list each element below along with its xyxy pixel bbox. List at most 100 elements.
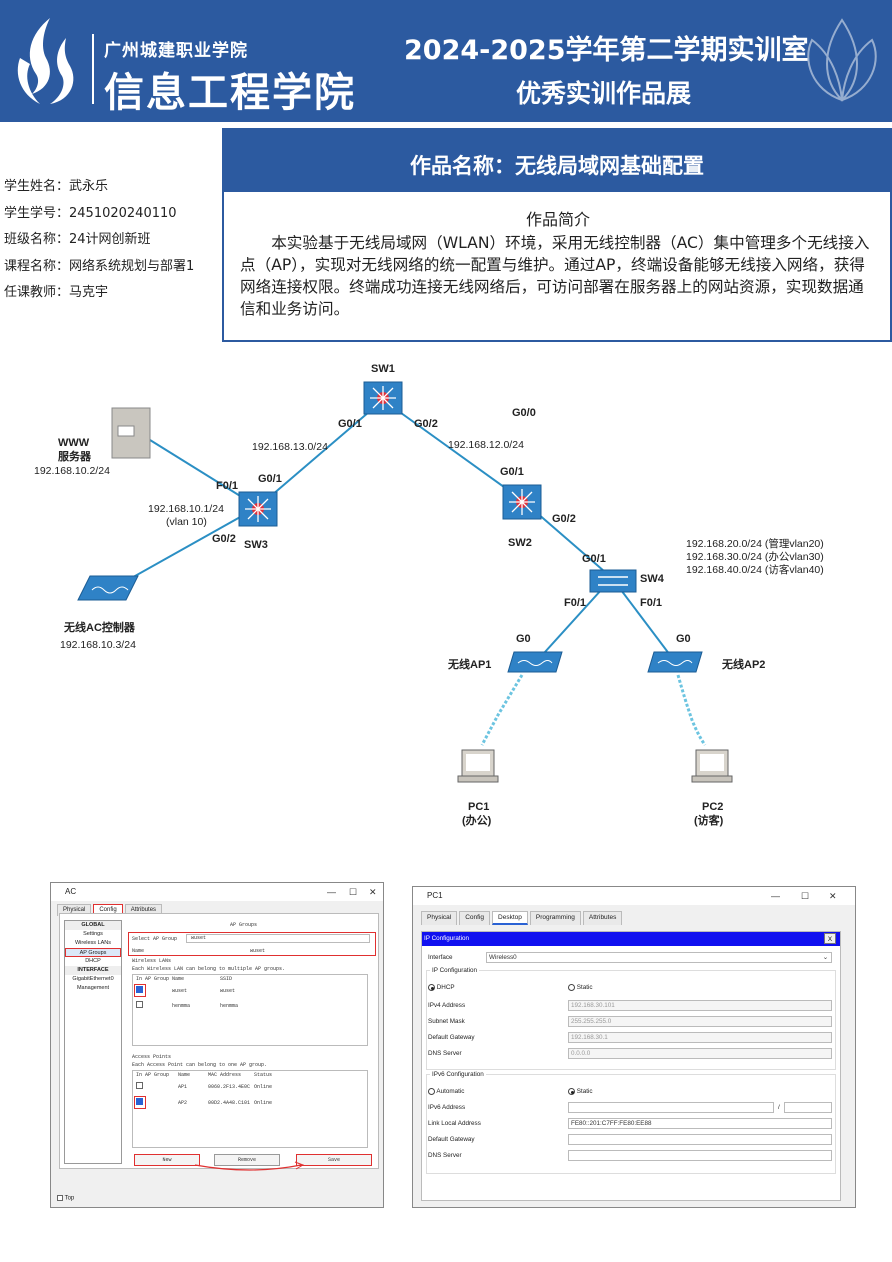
student-info: 学生姓名：武永乐 学生学号：2451020240110 班级名称：24计网创新班… bbox=[4, 174, 194, 307]
ipv6-group bbox=[426, 1074, 836, 1174]
nav-ap-groups[interactable]: AP Groups bbox=[65, 948, 121, 957]
top-checkbox[interactable]: Top bbox=[57, 1195, 74, 1202]
student-name: 学生姓名：武永乐 bbox=[4, 179, 109, 194]
name-field[interactable]: wuset bbox=[250, 948, 266, 954]
link-local-field[interactable]: FE80::201:C7FF:FE80:EE88 bbox=[568, 1118, 832, 1129]
dns-label: DNS Server bbox=[428, 1050, 462, 1057]
wlan-check-highlight bbox=[134, 984, 146, 997]
ac-ip-label: 192.168.10.3/24 bbox=[60, 639, 136, 651]
nav-management[interactable]: Management bbox=[76, 985, 110, 991]
minimize-icon[interactable]: — bbox=[771, 891, 780, 901]
ipv4-field[interactable]: 192.168.30.101 bbox=[568, 1000, 832, 1011]
pc1-window-title: PC1 bbox=[427, 891, 443, 900]
arrow-new-to-save bbox=[194, 1161, 305, 1171]
nav-interface: INTERFACE bbox=[65, 966, 121, 975]
nav-wireless-lans[interactable]: Wireless LANs bbox=[74, 940, 112, 946]
pc2-icon bbox=[691, 749, 733, 783]
wlan-row-2-checkbox[interactable] bbox=[136, 1001, 143, 1008]
vlan40-label: 192.168.40.0/24 (访客vlan40) bbox=[686, 563, 824, 576]
ap2-label: 无线AP2 bbox=[721, 657, 765, 671]
tab-physical[interactable]: Physical bbox=[421, 911, 458, 925]
close-icon[interactable]: ✕ bbox=[369, 887, 377, 897]
student-id: 学生学号：2451020240110 bbox=[4, 205, 177, 221]
static6-label: Static bbox=[576, 1088, 593, 1096]
dhcp-radio[interactable]: DHCP bbox=[428, 984, 455, 991]
wlan-header-name: Name bbox=[172, 976, 185, 982]
sw1-g00-label: G0/0 bbox=[512, 407, 536, 419]
ap-group-select[interactable]: wuset bbox=[186, 934, 370, 943]
pc2-label: PC2 bbox=[702, 801, 723, 813]
panel-title: AP Groups bbox=[230, 922, 258, 928]
gateway6-label: Default Gateway bbox=[428, 1136, 475, 1143]
ac-name-label: 无线AC控制器 bbox=[63, 620, 136, 634]
course-name: 课程名称：网络系统规划与部署1 bbox=[4, 258, 195, 274]
wlan-table bbox=[132, 974, 368, 1046]
ip-config-bar: IP Configuration X bbox=[422, 932, 840, 946]
sw3-f01-label: F0/1 bbox=[216, 480, 238, 492]
select-label: Select AP Group bbox=[132, 936, 178, 942]
ipv6-prefix-field[interactable] bbox=[784, 1102, 832, 1113]
ap-hint: Each Access Point can belong to one AP g… bbox=[132, 1062, 268, 1068]
wlan-header-in-group: In AP Group bbox=[136, 976, 170, 982]
interface-select[interactable]: Wireless0⌄ bbox=[486, 952, 832, 963]
nav-gigabitethernet0[interactable]: GigabitEthernet0 bbox=[72, 976, 114, 982]
ipv6-field[interactable] bbox=[568, 1102, 774, 1113]
sw3-label: SW3 bbox=[244, 539, 268, 551]
remove-button[interactable]: Remove bbox=[214, 1154, 280, 1166]
nav-dhcp[interactable]: DHCP bbox=[85, 958, 101, 964]
wlan-row-1-name: wuset bbox=[172, 988, 188, 994]
wlan-hint: Each Wireless LAN can belong to multiple… bbox=[132, 966, 286, 972]
tab-programming[interactable]: Programming bbox=[529, 911, 581, 925]
maximize-icon[interactable]: ☐ bbox=[801, 891, 810, 901]
work-title: 作品名称：无线局域网基础配置 bbox=[222, 128, 892, 192]
pc1-window: PC1 — ☐ ✕ Physical Config Desktop Progra… bbox=[412, 886, 856, 1208]
automatic-radio[interactable]: Automatic bbox=[428, 1088, 464, 1095]
select-highlight bbox=[128, 932, 376, 956]
sw2-icon bbox=[502, 484, 542, 520]
teacher-name: 任课教师：马克宇 bbox=[4, 285, 109, 300]
ip-config-title: IP Configuration bbox=[424, 935, 470, 942]
tab-config[interactable]: Config bbox=[459, 911, 491, 925]
ap-row-2-checkbox[interactable] bbox=[136, 1098, 143, 1105]
wlan-row-1-ssid: wuset bbox=[220, 988, 236, 994]
nav-settings[interactable]: Settings bbox=[83, 931, 103, 937]
dns6-label: DNS Server bbox=[428, 1152, 462, 1159]
sw1-icon bbox=[363, 381, 403, 415]
sw2-g02-label: G0/2 bbox=[552, 513, 576, 525]
tab-desktop[interactable]: Desktop bbox=[492, 911, 528, 925]
dhcp-label: DHCP bbox=[436, 984, 455, 992]
link-local-label: Link Local Address bbox=[428, 1120, 481, 1127]
gateway6-field[interactable] bbox=[568, 1134, 832, 1145]
static-radio[interactable]: Static bbox=[568, 984, 593, 991]
wlan-row-1-checkbox[interactable] bbox=[136, 986, 143, 993]
save-button[interactable]: Save bbox=[296, 1154, 372, 1166]
ac-titlebar: AC — ☐ ✕ bbox=[51, 883, 383, 901]
minimize-icon[interactable]: — bbox=[327, 887, 336, 897]
pc1-icon bbox=[457, 749, 499, 783]
www-server-icon bbox=[111, 407, 151, 459]
sw4-icon bbox=[589, 569, 637, 593]
close-ipconfig-button[interactable]: X bbox=[824, 933, 836, 944]
gateway-field[interactable]: 192.168.30.1 bbox=[568, 1032, 832, 1043]
ap1-label: 无线AP1 bbox=[447, 657, 491, 671]
gateway-label: Default Gateway bbox=[428, 1034, 475, 1041]
ap-row-2-status: Online bbox=[254, 1100, 273, 1106]
tab-attributes[interactable]: Attributes bbox=[582, 911, 623, 925]
maximize-icon[interactable]: ☐ bbox=[349, 887, 358, 897]
ap1-port-label: G0 bbox=[516, 633, 531, 645]
ap-row-1-checkbox[interactable] bbox=[136, 1082, 143, 1089]
ap-table bbox=[132, 1070, 368, 1148]
subnet-mask-field[interactable]: 255.255.255.0 bbox=[568, 1016, 832, 1027]
static6-radio[interactable]: Static bbox=[568, 1088, 593, 1095]
school-name-small: 广州城建职业学院 bbox=[104, 41, 248, 61]
new-button[interactable]: New bbox=[134, 1154, 200, 1166]
wlan-header-ssid: SSID bbox=[220, 976, 233, 982]
ap2-port-label: G0 bbox=[676, 633, 691, 645]
dns6-field[interactable] bbox=[568, 1150, 832, 1161]
interface-value: Wireless0 bbox=[489, 954, 517, 961]
dns-field[interactable]: 0.0.0.0 bbox=[568, 1048, 832, 1059]
wlan-row-2-ssid: henmma bbox=[220, 1003, 239, 1009]
school-logo-icon bbox=[17, 18, 74, 104]
ap2-icon bbox=[647, 651, 703, 673]
close-icon[interactable]: ✕ bbox=[829, 891, 837, 901]
